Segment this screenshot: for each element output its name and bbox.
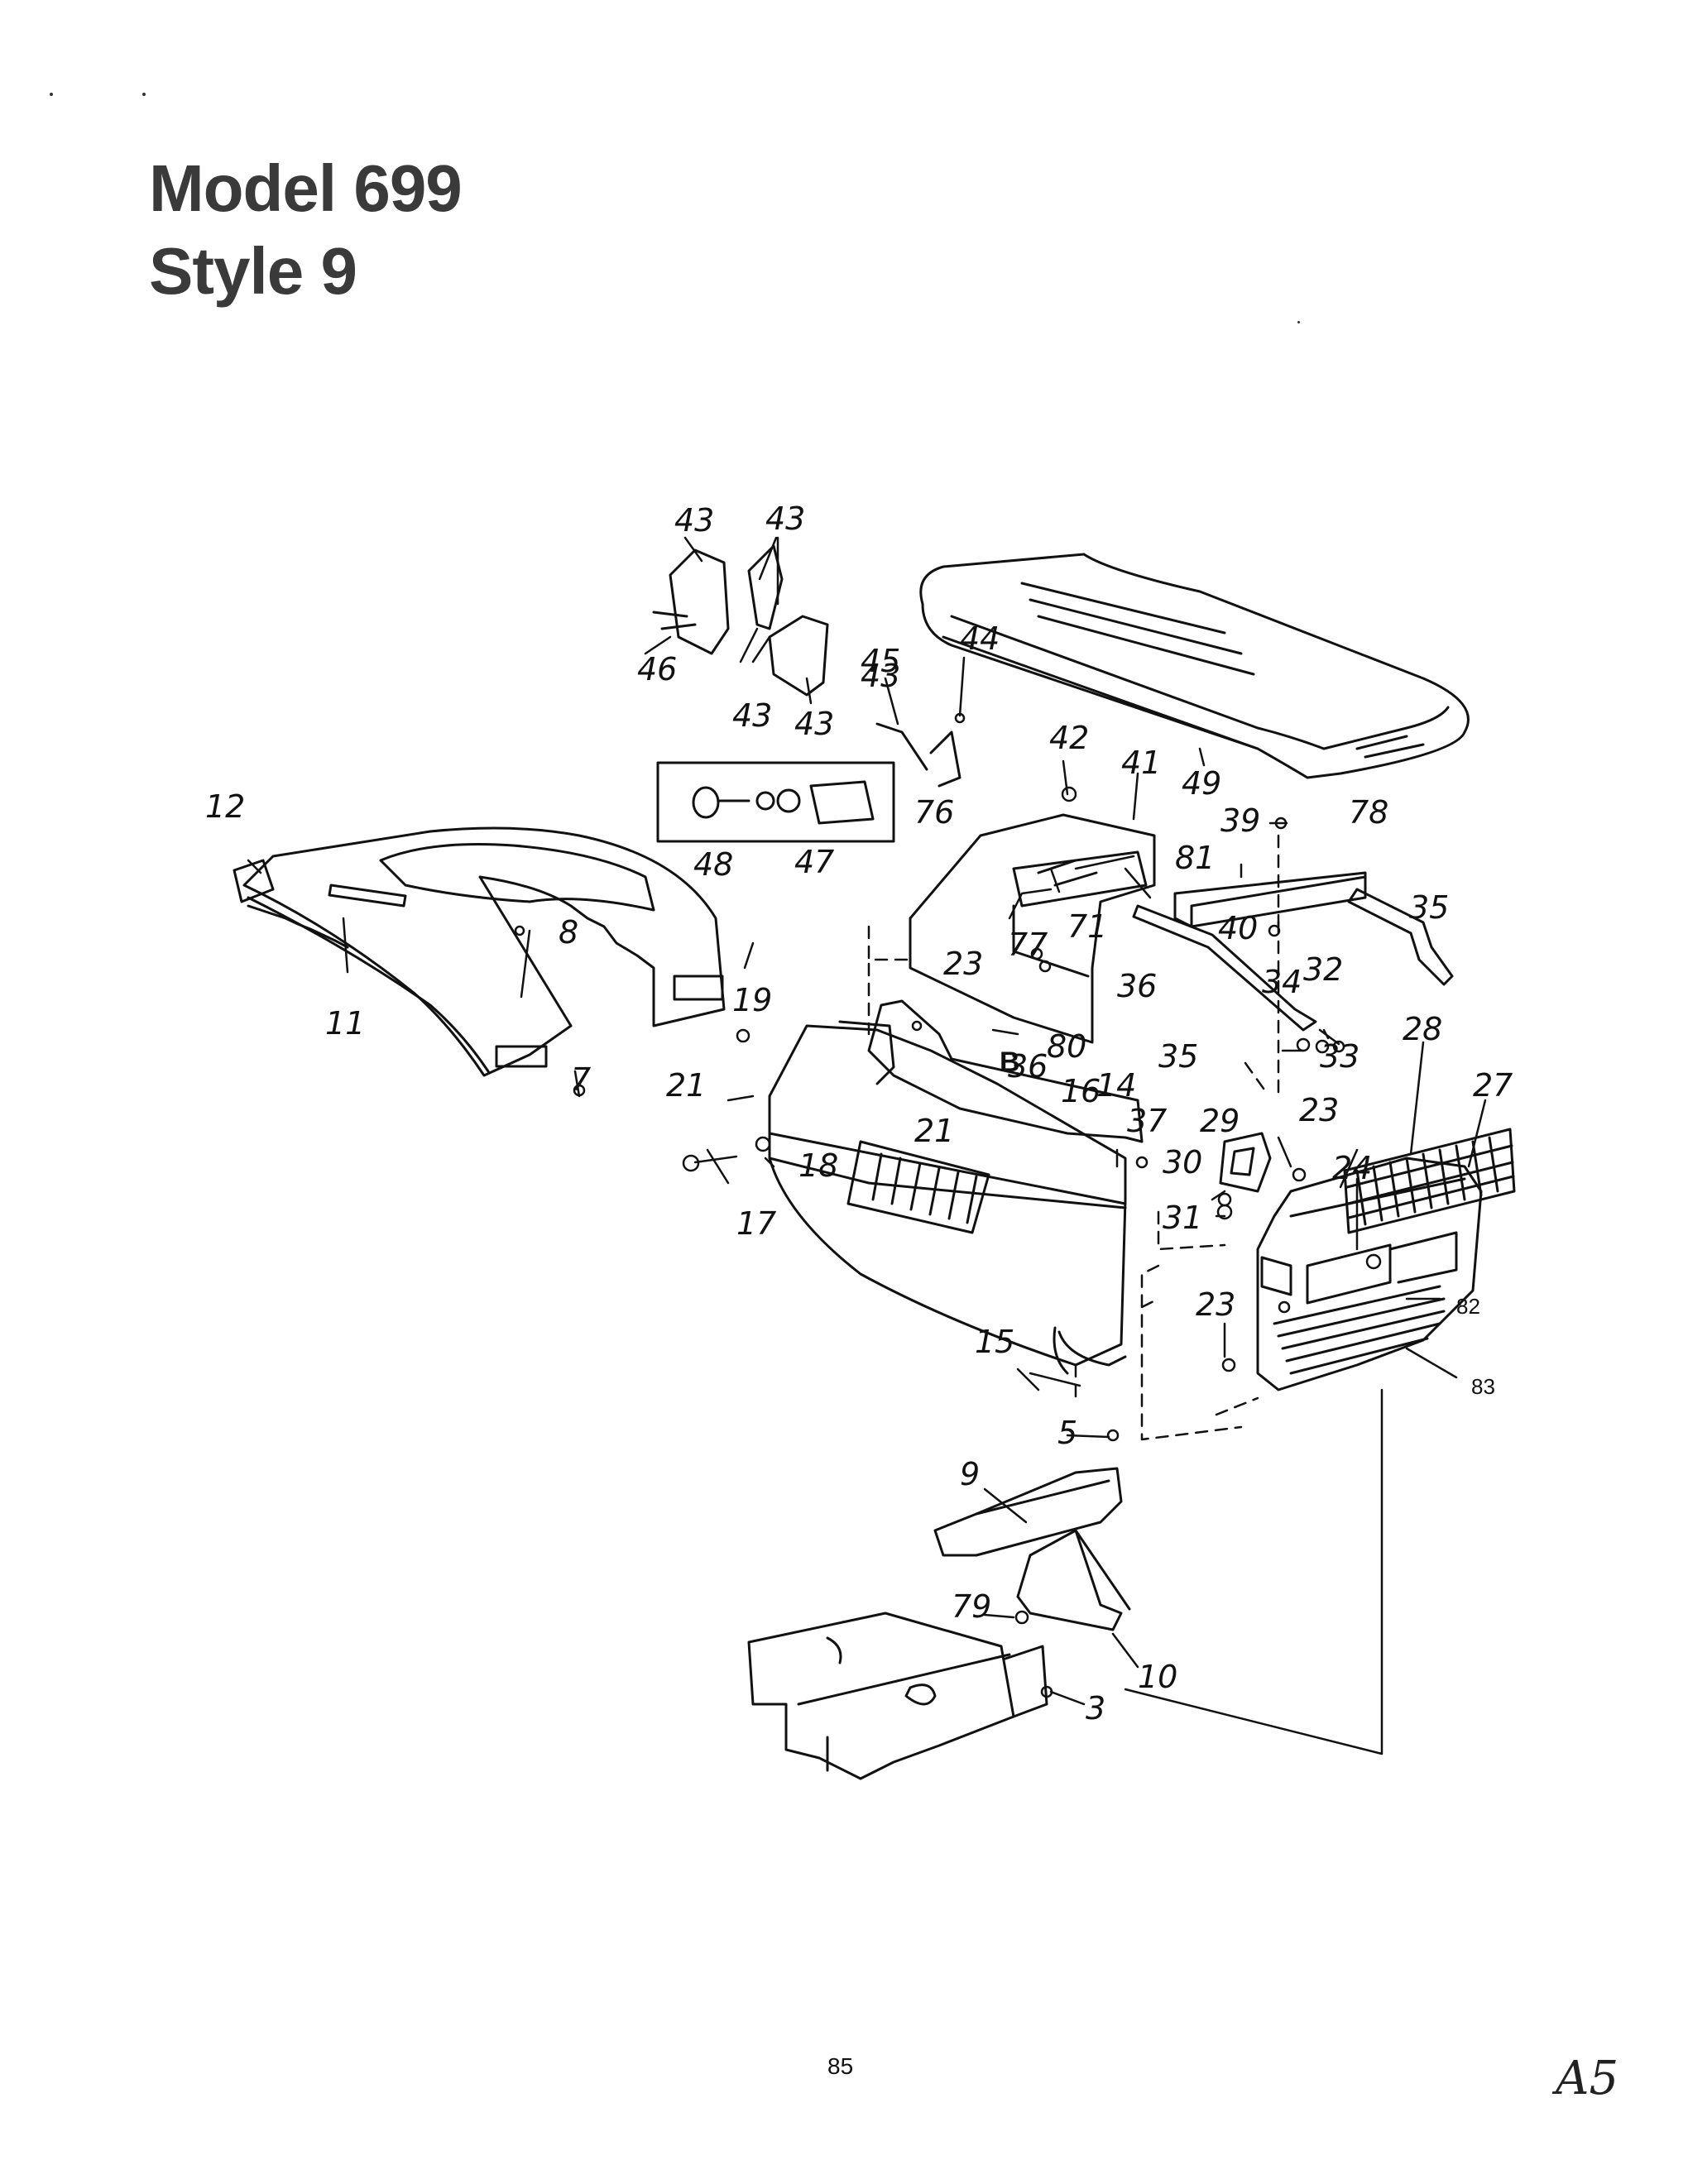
part-label: 46 <box>637 651 677 687</box>
page-title: Model 699 Style 9 <box>149 147 463 313</box>
part-label: 80 <box>1047 1028 1086 1065</box>
part-label: 24 <box>1332 1150 1372 1186</box>
assembly-guide-lines <box>867 826 1280 1441</box>
part-label: 14 <box>1096 1067 1136 1104</box>
part-label: 43 <box>861 658 900 694</box>
handwritten-mark: A5 <box>1556 2052 1619 2105</box>
part-label: 23 <box>1299 1092 1339 1128</box>
part-label: 21 <box>914 1113 954 1149</box>
throttle-control-part <box>652 544 829 697</box>
model-title: Model 699 <box>149 151 463 225</box>
part-label: 45 <box>861 643 900 679</box>
part-label: 15 <box>975 1324 1014 1360</box>
part-label: 18 <box>798 1147 838 1184</box>
page-number: 85 <box>827 2053 854 2079</box>
reflector-part <box>233 859 275 903</box>
part-label: 81 <box>1175 840 1215 876</box>
part-label: 47 <box>794 844 834 880</box>
part-labels: 43 43 43 46 43 43 45 44 49 42 41 78 39 3… <box>205 500 1513 1727</box>
part-label: 28 <box>1403 1011 1442 1047</box>
callout-letter: B <box>1000 1046 1020 1078</box>
part-label: 21 <box>666 1067 706 1104</box>
part-label: 17 <box>736 1205 776 1242</box>
part-label: 49 <box>1182 765 1221 802</box>
part-label: 10 <box>1138 1659 1177 1695</box>
lower-bracket-part <box>933 1467 1123 1557</box>
scan-speck <box>1297 321 1300 323</box>
side-panel-part <box>768 1024 1127 1375</box>
part-label: 43 <box>674 502 714 539</box>
part-label: 5 <box>1057 1415 1077 1451</box>
part-label: 39 <box>1220 802 1260 839</box>
part-label: 71 <box>1067 908 1107 945</box>
grille-part <box>1256 1157 1483 1391</box>
part-label: 36 <box>1008 1048 1048 1085</box>
part-label: 77 <box>1008 927 1048 963</box>
part-label: 32 <box>1303 951 1343 988</box>
dash-panel-part <box>909 813 1156 1044</box>
part-label: 27 <box>1473 1067 1513 1104</box>
mount-bracket-part <box>1173 871 1367 928</box>
throttle-lever-part <box>875 722 961 788</box>
part-label: 7 <box>571 1061 591 1098</box>
part-label: 34 <box>1262 964 1302 1000</box>
part-label: 9 <box>960 1456 980 1492</box>
vent-slots <box>846 1140 990 1234</box>
part-label: 76 <box>914 794 954 831</box>
fender-part <box>242 826 726 1077</box>
part-label: 44 <box>960 620 1000 657</box>
part-label: 36 <box>1117 968 1157 1004</box>
part-label: 12 <box>205 788 245 825</box>
hood-support-part <box>1132 888 1454 1032</box>
part-label: 35 <box>1158 1038 1198 1075</box>
part-label: 29 <box>1200 1103 1240 1139</box>
part-label: 43 <box>732 697 772 734</box>
part-label: 43 <box>765 500 805 537</box>
part-label: 33 <box>1320 1038 1360 1075</box>
style-title: Style 9 <box>149 234 357 308</box>
part-label: 31 <box>1163 1200 1202 1236</box>
part-label: 23 <box>943 946 983 982</box>
part-label: 79 <box>952 1588 991 1625</box>
part-label: 82 <box>1456 1294 1480 1319</box>
part-label: 23 <box>1196 1286 1235 1323</box>
leader-lines <box>247 536 1487 1755</box>
part-label: 3 <box>1086 1690 1105 1727</box>
part-label: 43 <box>794 706 834 742</box>
part-label: 41 <box>1121 745 1161 781</box>
ignition-part <box>656 761 895 843</box>
screen-part <box>1343 1128 1516 1234</box>
part-label: 30 <box>1163 1144 1202 1181</box>
part-label: 35 <box>1409 889 1449 926</box>
part-label: 16 <box>1061 1073 1101 1109</box>
scan-speck <box>142 93 146 96</box>
frame-part <box>747 1612 1048 1780</box>
part-label: 48 <box>693 846 733 883</box>
scan-speck <box>50 93 53 96</box>
part-label: 78 <box>1349 794 1388 831</box>
hood-part <box>919 553 1470 779</box>
part-label: 40 <box>1218 910 1258 946</box>
support-bracket-part <box>1016 1529 1131 1631</box>
part-label: 42 <box>1049 720 1089 756</box>
fasteners <box>514 712 1382 1698</box>
part-label: 11 <box>325 1005 365 1042</box>
part-label: 37 <box>1127 1103 1167 1139</box>
part-label: 19 <box>732 982 772 1018</box>
headlight-part <box>1219 1132 1272 1193</box>
part-label: 83 <box>1471 1374 1495 1399</box>
part-label: 8 <box>559 914 578 951</box>
dash-lower-panel-part <box>838 999 1144 1143</box>
